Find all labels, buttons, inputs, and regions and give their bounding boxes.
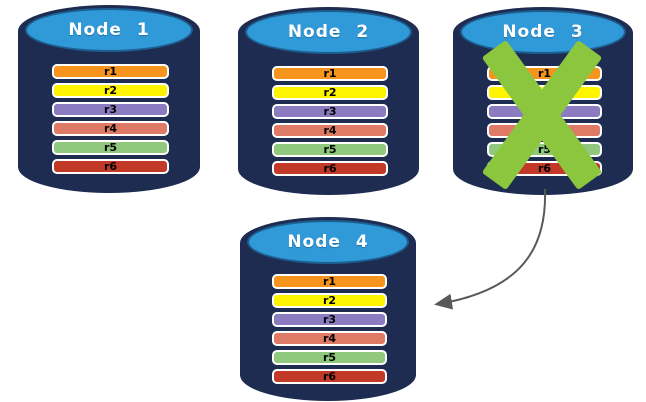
replica-row: r4 xyxy=(272,331,387,346)
replica-row: r5 xyxy=(272,350,387,365)
replica-row: r1 xyxy=(52,64,169,79)
replica-row-label: r1 xyxy=(322,275,337,288)
replica-row-label: r5 xyxy=(103,141,118,154)
cylinder-top: Node 2 xyxy=(245,10,412,54)
replica-row: r3 xyxy=(272,104,388,119)
replica-row-label: r2 xyxy=(322,294,337,307)
replica-row: r2 xyxy=(52,83,169,98)
replica-row: r3 xyxy=(272,312,387,327)
cylinder-top: Node 4 xyxy=(247,220,409,264)
replica-row: r3 xyxy=(52,102,169,117)
replica-row: r6 xyxy=(52,159,169,174)
replica-row: r5 xyxy=(52,140,169,155)
node-2: Node 2 r1 r2 r3 r4 r5 r6 xyxy=(238,7,419,195)
node-title: Node 1 xyxy=(68,20,150,40)
replica-row-label: r3 xyxy=(323,105,337,118)
replica-row-label: r6 xyxy=(323,162,337,175)
replica-row-label: r1 xyxy=(103,65,118,78)
replica-row: r4 xyxy=(52,121,169,136)
node-3: Node 3 r1 r2 r3 r4 r5 r6 xyxy=(453,7,633,195)
replica-row: r6 xyxy=(272,161,388,176)
replica-row-label: r1 xyxy=(323,67,337,80)
cylinder-top: Node 3 xyxy=(460,10,626,54)
replica-row-label: r6 xyxy=(537,162,552,175)
replica-row-label: r3 xyxy=(103,103,118,116)
replica-row-label: r5 xyxy=(322,351,337,364)
replica-row: r2 xyxy=(272,85,388,100)
replica-row-label: r6 xyxy=(103,160,118,173)
node-4: Node 4 r1 r2 r3 r4 r5 r6 xyxy=(240,217,416,401)
replica-rows: r1 r2 r3 r4 r5 r6 xyxy=(272,66,388,176)
arrow-curve xyxy=(434,188,547,310)
failure-x-icon xyxy=(481,39,602,191)
replica-row-label: r6 xyxy=(322,370,337,383)
replica-rows: r1 r2 r3 r4 r5 r6 xyxy=(272,274,387,384)
node-title: Node 3 xyxy=(502,22,584,42)
replica-row: r6 xyxy=(272,369,387,384)
replica-row-label: r1 xyxy=(537,67,552,80)
replica-row: r5 xyxy=(272,142,388,157)
replica-row-label: r2 xyxy=(323,86,337,99)
replica-row-label: r2 xyxy=(103,84,118,97)
cylinder-top: Node 1 xyxy=(25,8,193,52)
replica-row-label: r5 xyxy=(323,143,337,156)
replica-row: r1 xyxy=(272,66,388,81)
replica-row-label: r3 xyxy=(322,313,337,326)
replica-row: r4 xyxy=(272,123,388,138)
replica-rows: r1 r2 r3 r4 r5 r6 xyxy=(52,64,169,174)
replica-row-label: r4 xyxy=(103,122,118,135)
node-1: Node 1 r1 r2 r3 r4 r5 r6 xyxy=(18,5,200,193)
replica-row-label: r4 xyxy=(322,332,337,345)
replica-row-label: r5 xyxy=(537,143,552,156)
replica-row: r1 xyxy=(272,274,387,289)
node-title: Node 4 xyxy=(287,232,369,252)
replica-row-label: r4 xyxy=(323,124,337,137)
replica-row: r2 xyxy=(272,293,387,308)
node-title: Node 2 xyxy=(287,22,370,42)
